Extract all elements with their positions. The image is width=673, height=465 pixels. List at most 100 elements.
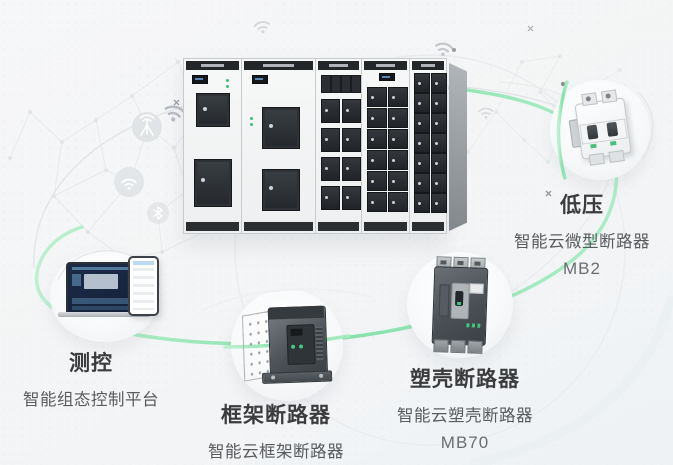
cabinet-detail: [379, 73, 395, 81]
cabinet-top-strip: [244, 61, 313, 70]
cabinet-detail: [321, 128, 340, 152]
air-circuit-breaker-image: [241, 303, 333, 386]
cabinet-detail: [226, 85, 229, 88]
cabinet-detail: [431, 73, 447, 93]
product-subtitle: 智能云框架断路器: [208, 443, 344, 461]
cabinet-detail: [196, 93, 230, 127]
product-title: 框架断路器: [221, 404, 331, 427]
cabinet-base: [364, 222, 407, 231]
cabinet-detail: [414, 173, 430, 193]
dashboard-widget: [72, 274, 81, 286]
acb-grille: [315, 325, 324, 360]
cabinet-panel: [315, 58, 361, 234]
cabinet-detail: [414, 133, 430, 153]
bluetooth-icon: [147, 202, 169, 224]
cabinet-detail: [342, 99, 361, 123]
molded-breaker-label: 塑壳断路器 智能云塑壳断路器 MB70: [375, 363, 555, 453]
cabinet-base: [412, 222, 444, 231]
cabinet-detail: [367, 108, 387, 128]
laptop-base: [58, 312, 150, 317]
product-subtitle: 智能组态控制平台: [23, 391, 159, 409]
cabinet-base: [186, 222, 239, 231]
low-voltage-label: 低压 智能云微型断路器 MB2: [492, 189, 672, 279]
cabinet-detail: [367, 129, 387, 149]
frame-breaker-label: 框架断路器 智能云框架断路器: [186, 399, 366, 462]
cabinet-detail: [388, 87, 408, 107]
cabinet-detail: [414, 153, 430, 173]
wifi-icon: [252, 19, 272, 36]
product-subtitle: 智能云塑壳断路器: [397, 407, 533, 425]
cabinet-front: [183, 58, 447, 234]
monitoring-device-group: [50, 250, 160, 342]
mcb-product-group: [550, 80, 654, 180]
mcb-terminal: [600, 89, 618, 104]
frame-breaker-group: [200, 288, 372, 401]
mccb-label: [469, 283, 484, 294]
x-mark: [173, 99, 180, 106]
mccb-terminal: [467, 340, 483, 354]
mccb-terminal: [433, 339, 449, 353]
product-subtitle: 智能云微型断路器: [514, 233, 650, 251]
cabinet-detail: [388, 150, 408, 170]
cabinet-top-strip: [318, 61, 359, 70]
cabinet-detail: [431, 113, 447, 133]
cabinet-detail: [321, 99, 340, 123]
dashboard-row: [72, 298, 140, 304]
dashboard-map: [84, 274, 118, 289]
cabinet-detail: [321, 75, 331, 93]
cabinet-side-face: [449, 63, 467, 231]
green-orbit-arc: [556, 80, 654, 180]
cabinet-top-strip: [412, 61, 444, 70]
mcb-terminal: [608, 149, 625, 163]
cabinet-panel: [409, 58, 447, 234]
cabinet-detail: [388, 171, 408, 191]
monitor-label: 测控 智能组态控制平台: [5, 347, 177, 410]
mcb-terminal: [588, 152, 606, 166]
product-title: 塑壳断路器: [410, 368, 520, 391]
cabinet-detail: [431, 153, 447, 173]
cabinet-detail: [414, 73, 430, 93]
cabinet-detail: [331, 75, 341, 93]
product-title: 低压: [560, 194, 604, 217]
cabinet-detail: [321, 186, 340, 210]
product-title: 测控: [69, 352, 113, 375]
cabinet-detail: [388, 129, 408, 149]
cabinet-detail: [342, 157, 361, 181]
cabinet-detail: [342, 128, 361, 152]
cabinet-detail: [351, 75, 361, 93]
mccb-terminal: [450, 339, 466, 354]
cabinet-detail: [431, 93, 447, 113]
antenna-tower-icon: [132, 112, 162, 142]
cabinet-base: [244, 222, 313, 231]
cabinet-detail: [414, 193, 430, 213]
mobile-app-image: [128, 256, 159, 316]
cabinet-panel: [183, 58, 241, 234]
mcb-indicator: [610, 140, 617, 146]
cabinet-detail: [414, 113, 430, 133]
molded-case-breaker-group: [407, 252, 513, 358]
cabinet-panel: [361, 58, 409, 234]
cabinet-base: [318, 222, 359, 231]
mccb-indicators: [466, 323, 481, 328]
cabinet-detail: [431, 173, 447, 193]
mccb-slot: [438, 284, 450, 317]
cabinet-detail: [250, 117, 253, 120]
cabinet-top-strip: [186, 61, 239, 70]
cabinet-detail: [321, 157, 340, 181]
cabinet-detail: [367, 192, 387, 212]
cabinet-top-strip: [364, 61, 407, 70]
cabinet-detail: [367, 150, 387, 170]
mccb-toggle: [454, 290, 464, 307]
cabinet-detail: [192, 75, 208, 84]
faint-circle: [234, 54, 626, 446]
cabinet-detail: [262, 107, 300, 149]
mcb-toggle: [606, 121, 619, 137]
molded-case-breaker-image: [429, 256, 489, 354]
soft-arc: [469, 295, 673, 465]
mcb-indicator: [590, 143, 597, 149]
cabinet-detail: [250, 123, 253, 126]
product-model: MB2: [563, 259, 601, 278]
dot: [560, 81, 566, 87]
acb-display: [290, 328, 303, 336]
